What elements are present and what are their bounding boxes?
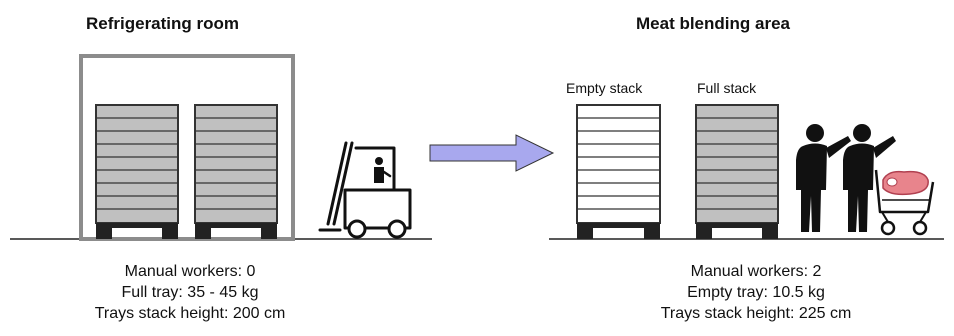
left-caption-line-3: Trays stack height: 200 cm [94, 305, 286, 322]
forklift-icon [318, 141, 412, 239]
meat-cart-icon [874, 169, 935, 236]
left-caption-line-2: Full tray: 35 - 45 kg [121, 284, 259, 301]
meat-icon [882, 170, 929, 196]
right-caption-line-3: Trays stack height: 225 cm [660, 305, 852, 322]
full-tray-stack-2 [194, 104, 278, 239]
left-caption: Manual workers: 0 Full tray: 35 - 45 kg … [20, 261, 360, 324]
refrigerating-room-box [79, 54, 295, 241]
right-title: Meat blending area [636, 14, 790, 33]
arrow-right-icon [429, 134, 555, 172]
right-caption: Manual workers: 2 Empty tray: 10.5 kg Tr… [586, 261, 926, 324]
empty-stack-label: Empty stack [566, 80, 643, 96]
left-title: Refrigerating room [86, 14, 240, 33]
full-tray-stack-3 [695, 104, 779, 239]
right-caption-line-2: Empty tray: 10.5 kg [687, 284, 825, 301]
worker-icon-2 [843, 124, 896, 232]
right-caption-line-1: Manual workers: 2 [690, 263, 822, 280]
worker-icon-1 [796, 124, 851, 232]
full-tray-stack-1 [95, 104, 179, 239]
full-stack-label: Full stack [697, 80, 757, 96]
empty-tray-stack [576, 104, 661, 239]
left-caption-line-1: Manual workers: 0 [124, 263, 256, 280]
